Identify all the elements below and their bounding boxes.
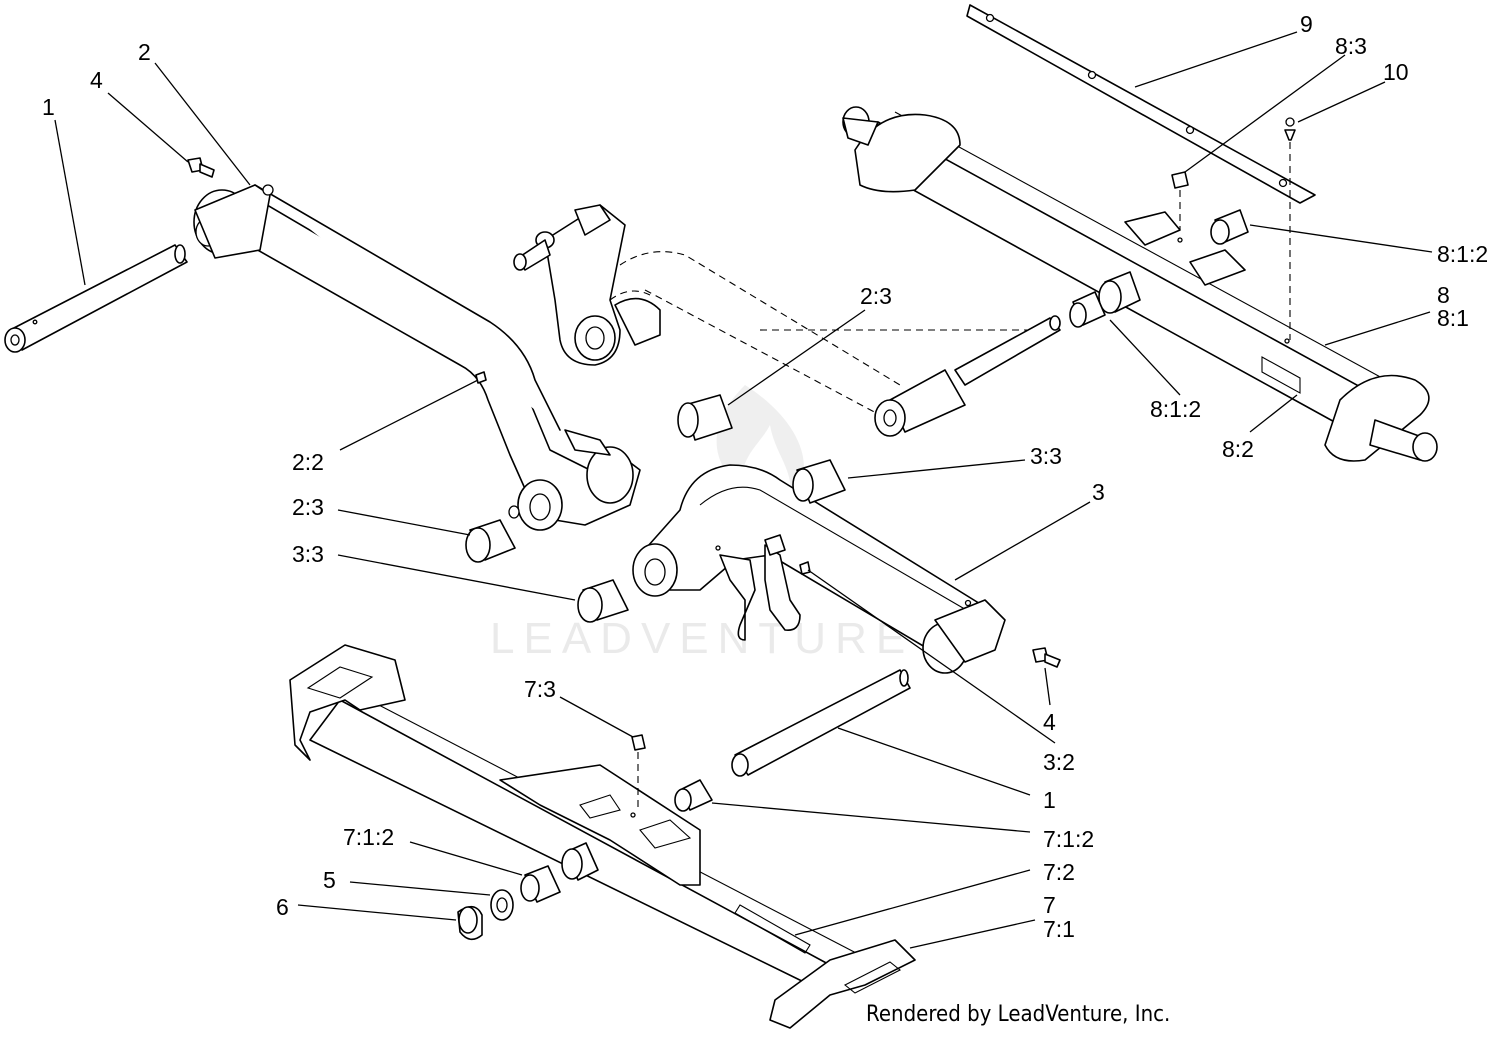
part-7-3-fitting (631, 734, 646, 810)
part-1-pin-bottom (731, 669, 911, 777)
part-1-pin-top (4, 244, 188, 353)
label-2-3-left: 2:3 (292, 494, 324, 520)
label-10: 10 (1383, 59, 1409, 85)
label-5: 5 (323, 867, 336, 893)
pivot-bracket (513, 204, 661, 366)
part-2-left-arm (193, 184, 641, 531)
part-3-right-arm (632, 464, 1006, 674)
part-4-bolt-top (187, 157, 215, 178)
label-7-1-2-left: 7:1:2 (343, 824, 394, 850)
label-7-3: 7:3 (524, 676, 556, 702)
label-7: 7 (1043, 892, 1056, 918)
part-4-bolt-right (1032, 647, 1061, 668)
part-8-1-2-bushing-right (1210, 209, 1249, 245)
label-8-1-2-right: 8:1:2 (1437, 241, 1488, 267)
part-7-cross-tube (289, 644, 916, 1029)
label-8-1-2-mid: 8:1:2 (1150, 396, 1201, 422)
watermark-text: LEADVENTURE (490, 614, 914, 663)
part-7-1-2-bushing-right (674, 779, 713, 812)
label-2-3-upper: 2:3 (860, 283, 892, 309)
part-10-pin (1284, 117, 1296, 340)
label-8: 8 (1437, 282, 1450, 308)
label-7-1-2-right: 7:1:2 (1043, 826, 1094, 852)
label-7-1: 7:1 (1043, 916, 1075, 942)
part-2-3-bushing-upper (677, 394, 733, 441)
part-6-lynch-pin (457, 905, 483, 941)
label-3-3-right: 3:3 (1030, 443, 1062, 469)
label-2-2: 2:2 (292, 449, 324, 475)
part-7-1-2-bushing-left (520, 842, 599, 903)
part-9-bar (966, 4, 1316, 204)
callout-labels: 1 4 2 9 8:3 10 8:1:2 8 8:1 2:3 8:1:2 8:2… (42, 11, 1488, 942)
part-8-1-2-bushing-mid (1069, 271, 1141, 328)
part-5-washer (490, 889, 514, 921)
label-4-right: 4 (1043, 709, 1056, 735)
part-3-3-bushing-right (792, 459, 846, 504)
leader-lines (54, 31, 1433, 949)
label-4-top: 4 (90, 67, 103, 93)
render-credit: Rendered by LeadVenture, Inc. (866, 1002, 1171, 1027)
label-8-1: 8:1 (1437, 305, 1469, 331)
label-1-top: 1 (42, 94, 55, 120)
part-8-cross-tube (842, 106, 1438, 462)
part-2-3-bushing-left (465, 519, 516, 563)
label-3-2: 3:2 (1043, 749, 1075, 775)
label-9: 9 (1300, 11, 1313, 37)
label-8-3: 8:3 (1335, 33, 1367, 59)
phantom-arm-outline (609, 251, 1045, 416)
label-1-bottom: 1 (1043, 787, 1056, 813)
label-2: 2 (138, 39, 151, 65)
label-6: 6 (276, 894, 289, 920)
label-3: 3 (1092, 479, 1105, 505)
phantom-arm-pivot-tube (874, 315, 1061, 437)
part-3-3-bushing-left (577, 579, 629, 623)
label-7-2: 7:2 (1043, 859, 1075, 885)
label-3-3-left: 3:3 (292, 541, 324, 567)
label-8-2: 8:2 (1222, 436, 1254, 462)
part-8-3-fitting (1171, 171, 1189, 230)
